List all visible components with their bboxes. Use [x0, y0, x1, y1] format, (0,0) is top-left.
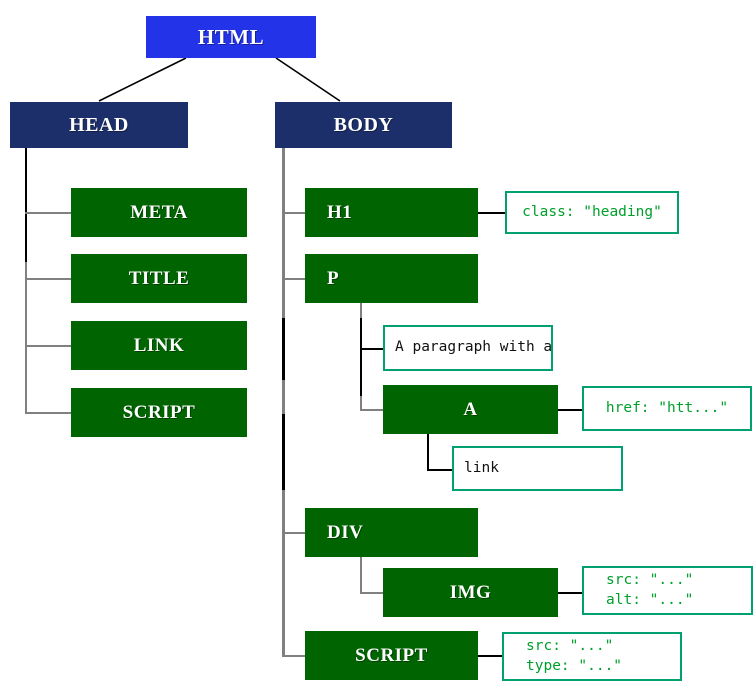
- edge-body-trunk-seg-1: [282, 318, 285, 380]
- node-body-label: BODY: [333, 113, 394, 136]
- attrbox-img-line-1: src: "...": [606, 571, 694, 588]
- node-a-label: A: [463, 398, 478, 420]
- edge-p-trunk: [360, 318, 362, 400]
- node-body[interactable]: BODY: [275, 102, 452, 148]
- node-html-label: HTML: [197, 24, 265, 49]
- edge-head-to-script: [25, 412, 71, 414]
- node-img[interactable]: IMG: [383, 568, 558, 617]
- edge-p-trunk-bottom: [360, 396, 362, 410]
- attrbox-a-line-1: href: "htt...": [605, 399, 729, 416]
- edge-head-trunk-lower: [25, 262, 27, 414]
- node-p[interactable]: P: [305, 254, 478, 303]
- textbox-paragraph-line: A paragraph with a: [395, 339, 553, 356]
- edge-body-to-h1: [282, 212, 305, 214]
- edge-head-to-link: [25, 345, 71, 347]
- node-img-label: IMG: [449, 581, 492, 603]
- edge-body-to-div: [282, 532, 305, 534]
- edge-img-to-attr: [558, 592, 582, 594]
- node-meta[interactable]: META: [71, 188, 247, 237]
- node-body-script[interactable]: SCRIPT: [305, 631, 478, 680]
- node-head-script-label: SCRIPT: [122, 401, 196, 423]
- node-body-script-label: SCRIPT: [355, 644, 428, 666]
- textbox-link-line: link: [464, 459, 499, 476]
- textbox-paragraph[interactable]: A paragraph with a: [383, 325, 553, 371]
- edge-a-to-href: [558, 409, 582, 411]
- edge-h1-to-attr: [478, 212, 505, 214]
- attrbox-h1[interactable]: class: "heading": [505, 191, 679, 234]
- node-meta-label: META: [130, 201, 188, 223]
- edge-body-to-p: [282, 278, 305, 280]
- edge-p-to-text: [360, 348, 383, 350]
- edge-body-to-script: [282, 655, 305, 657]
- attrbox-script-line-1: src: "...": [526, 637, 614, 654]
- node-div-label: DIV: [327, 521, 364, 543]
- edge-head-trunk: [25, 148, 27, 268]
- attrbox-script-line-2: type: "...": [526, 657, 623, 674]
- edge-head-to-meta: [25, 212, 71, 214]
- attrbox-img[interactable]: src: "..." alt: "...": [582, 566, 753, 615]
- node-link[interactable]: LINK: [71, 321, 247, 370]
- node-html[interactable]: HTML: [146, 16, 316, 58]
- node-title-label: TITLE: [128, 267, 190, 289]
- edge-div-trunk: [360, 556, 362, 592]
- edge-body-trunk-seg-2: [282, 414, 285, 490]
- textbox-link[interactable]: link: [452, 446, 623, 491]
- attrbox-a[interactable]: href: "htt...": [582, 386, 752, 431]
- edge-p-to-a: [360, 409, 383, 411]
- node-a[interactable]: A: [383, 385, 558, 434]
- edge-body-trunk: [282, 148, 285, 656]
- node-head[interactable]: HEAD: [10, 102, 188, 148]
- node-h1[interactable]: H1: [305, 188, 478, 237]
- edge-head-to-title: [25, 278, 71, 280]
- edge-a-to-link-text: [427, 469, 452, 471]
- node-head-label: HEAD: [69, 113, 129, 136]
- edge-div-to-img: [360, 592, 383, 594]
- attrbox-img-line-2: alt: "...": [606, 591, 694, 608]
- node-head-script[interactable]: SCRIPT: [71, 388, 247, 437]
- edge-a-trunk: [427, 434, 429, 469]
- node-title[interactable]: TITLE: [71, 254, 247, 303]
- edge-script-to-attr: [478, 655, 502, 657]
- node-p-label: P: [327, 267, 340, 289]
- node-h1-label: H1: [327, 201, 353, 223]
- node-div[interactable]: DIV: [305, 508, 478, 557]
- attrbox-script[interactable]: src: "..." type: "...": [502, 632, 682, 681]
- edge-p-trunk-top: [360, 302, 362, 322]
- attrbox-h1-line-1: class: "heading": [522, 203, 662, 220]
- node-link-label: LINK: [133, 334, 185, 356]
